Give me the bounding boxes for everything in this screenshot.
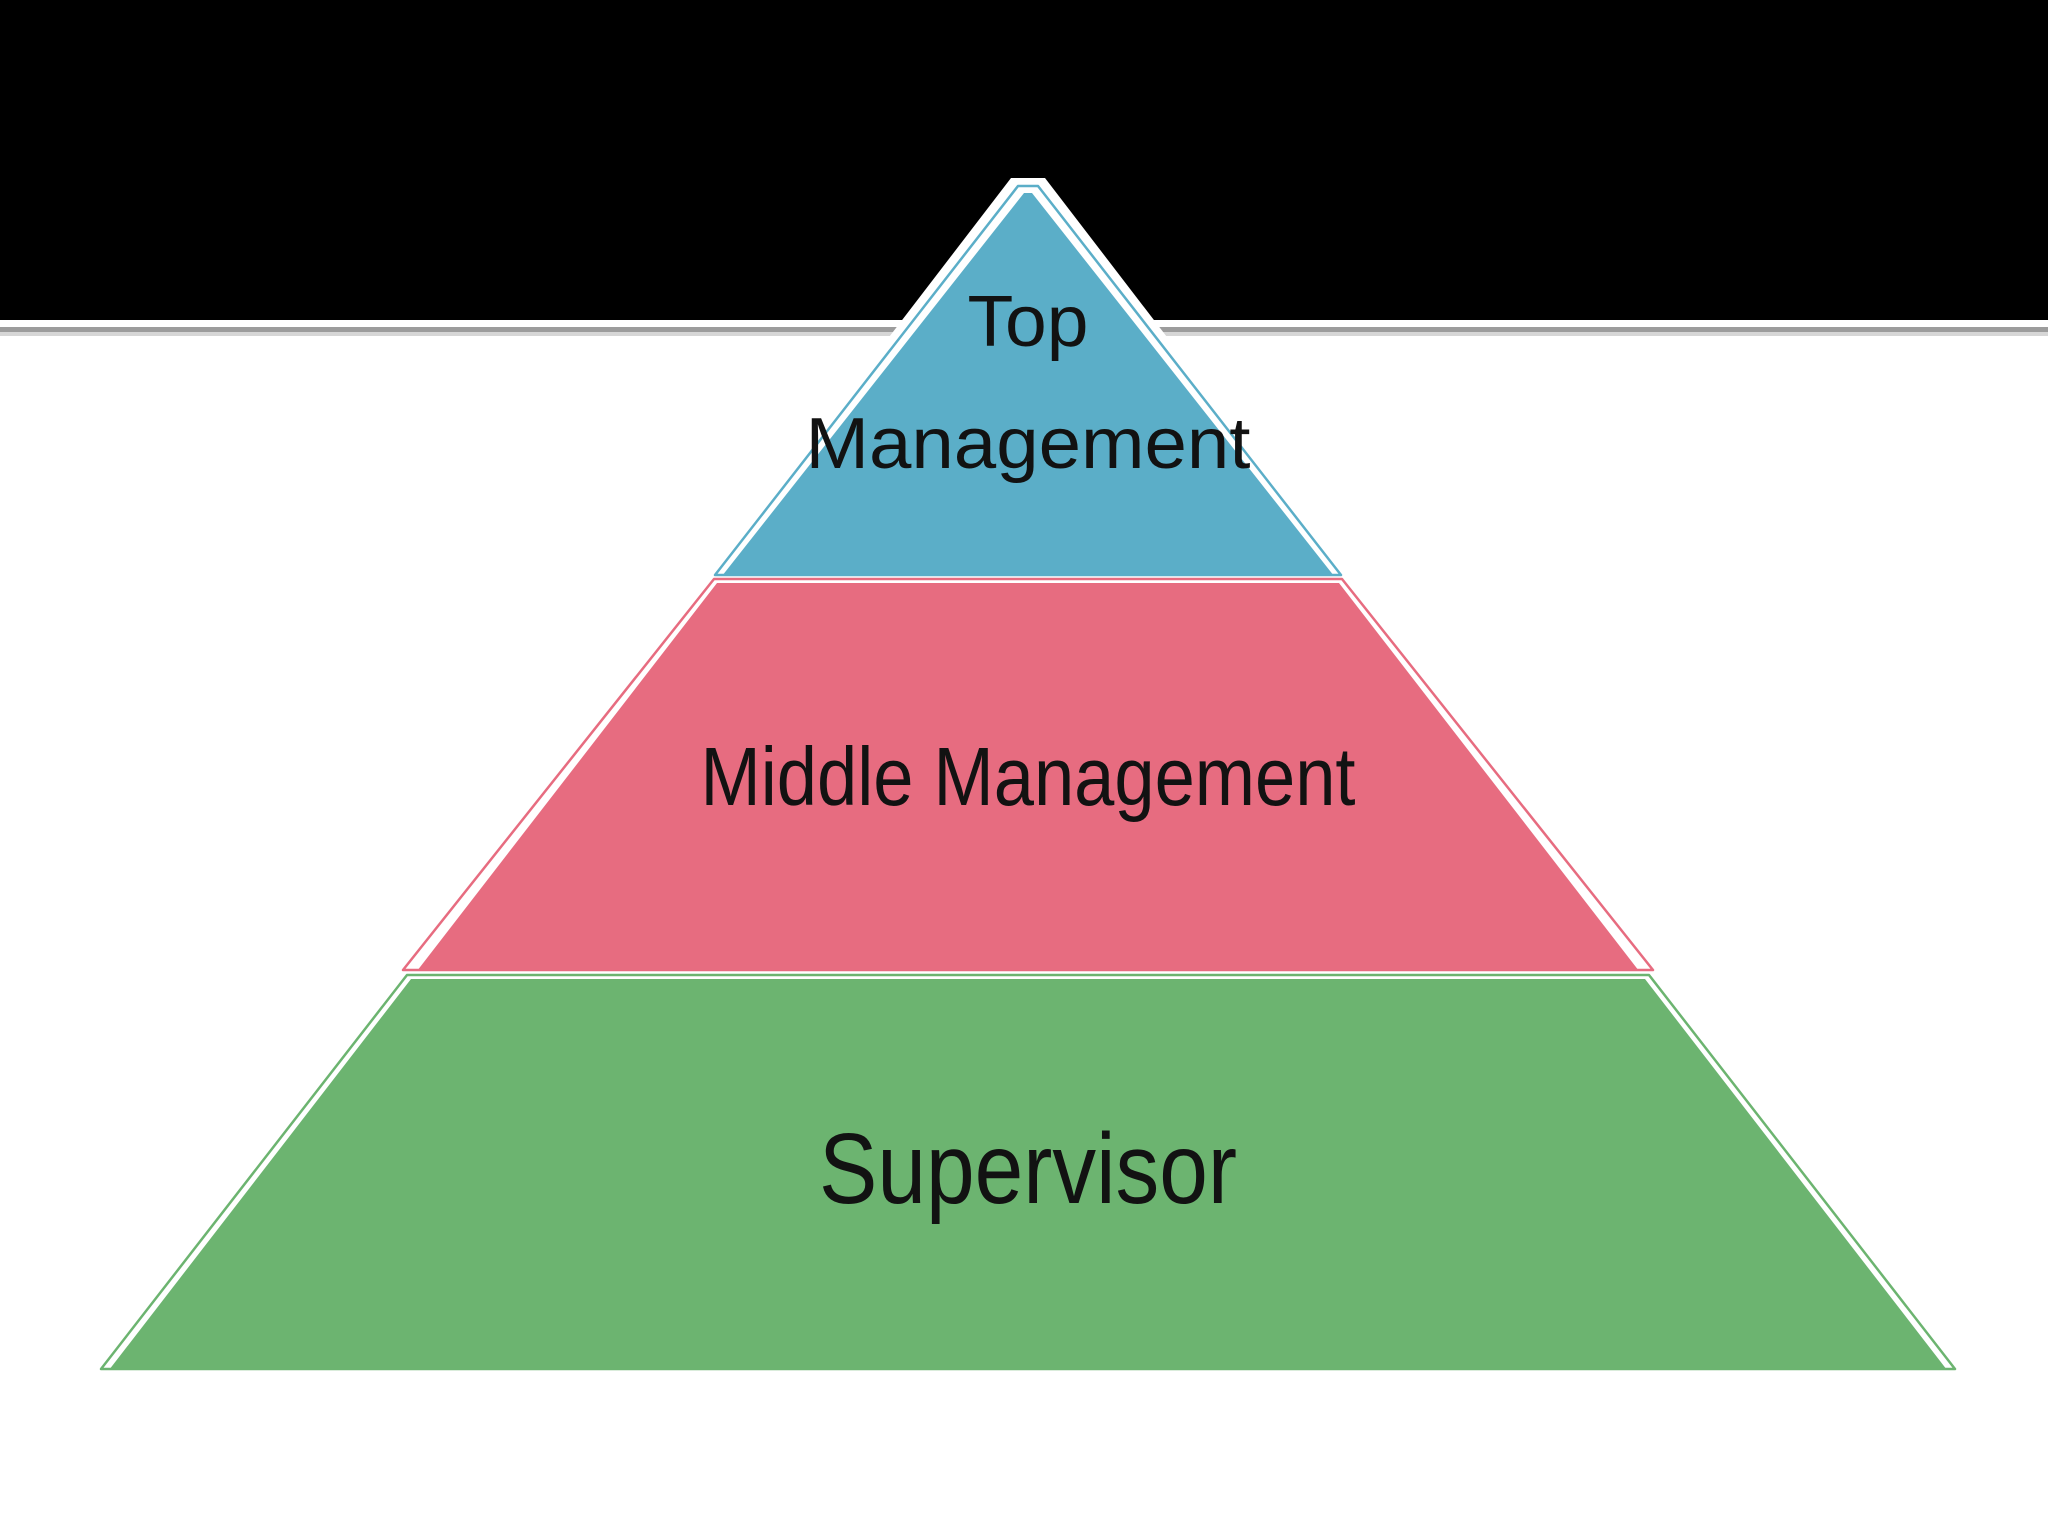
bottom-level-label: Supervisor xyxy=(819,1113,1237,1225)
top-level-label-line2: Management xyxy=(806,404,1251,484)
middle-level-shape xyxy=(417,583,1639,971)
bottom-level-shape xyxy=(109,979,1947,1370)
top-level-shape xyxy=(722,193,1334,576)
pyramid-level-top: Top Management xyxy=(705,178,1351,577)
pyramid-level-middle: Middle Management xyxy=(401,577,1655,973)
middle-level-label: Middle Management xyxy=(701,730,1356,823)
top-level-label-line1: Top xyxy=(968,282,1089,362)
pyramid-level-bottom: Supervisor xyxy=(94,973,1962,1371)
